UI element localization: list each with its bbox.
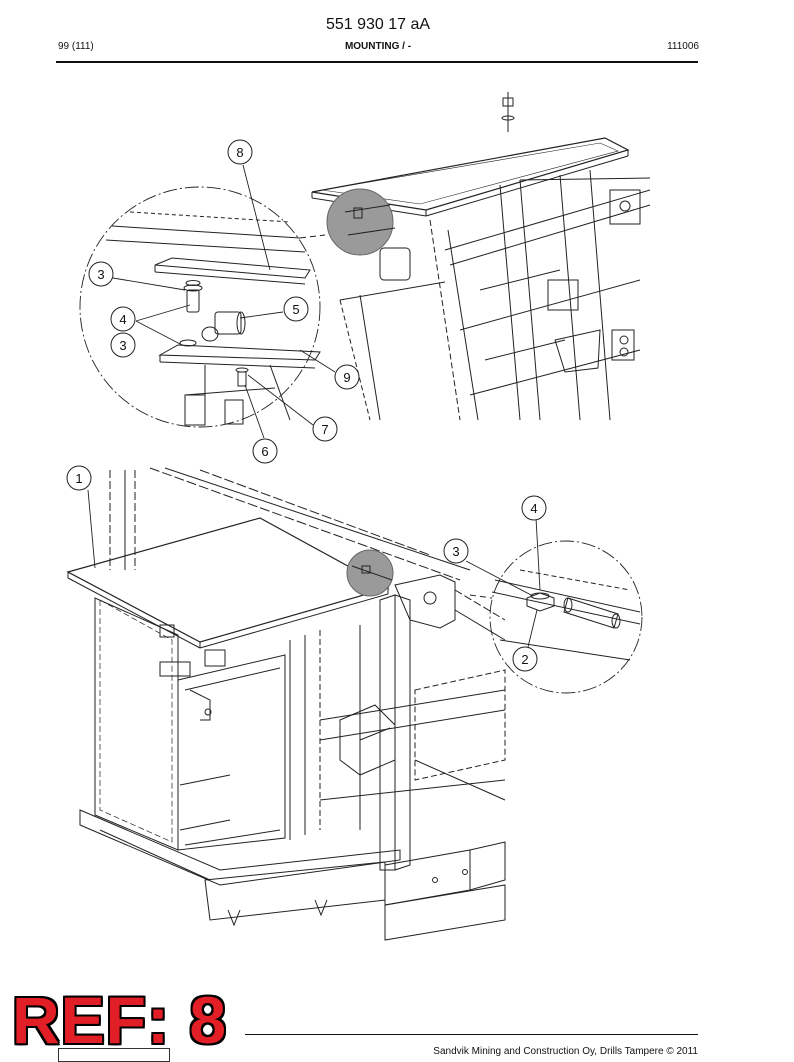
lower-assembly bbox=[66, 467, 506, 941]
callout-5: 5 bbox=[283, 296, 309, 322]
callout-3-lower: 3 bbox=[443, 538, 469, 564]
svg-text:8: 8 bbox=[236, 145, 243, 160]
ref-stamp: REF: 8 bbox=[12, 983, 228, 1057]
svg-text:3: 3 bbox=[119, 338, 126, 353]
upper-assembly bbox=[299, 92, 651, 421]
lower-leaders bbox=[87, 489, 541, 648]
callout-4-lower: 4 bbox=[521, 495, 547, 521]
svg-text:9: 9 bbox=[343, 370, 350, 385]
svg-text:2: 2 bbox=[521, 652, 528, 667]
svg-text:1: 1 bbox=[75, 471, 82, 486]
callout-3-upper: 3 bbox=[88, 261, 114, 287]
upper-detail-view bbox=[79, 186, 321, 428]
callouts: 8 3 4 3 5 9 7 6 bbox=[66, 139, 547, 672]
svg-text:6: 6 bbox=[261, 444, 268, 459]
footer-copyright: Sandvik Mining and Construction Oy, Dril… bbox=[433, 1046, 698, 1057]
document-code: 551 930 17 aA bbox=[325, 16, 431, 33]
callout-3-second: 3 bbox=[110, 332, 136, 358]
mounting-drawing: 8 3 4 3 5 9 7 6 bbox=[66, 92, 651, 941]
company-logo bbox=[58, 1048, 170, 1062]
page-number: 99 (111) bbox=[58, 41, 94, 52]
callout-4-upper: 4 bbox=[110, 306, 136, 332]
svg-text:7: 7 bbox=[321, 422, 328, 437]
header-rule bbox=[56, 61, 698, 63]
upper-leaders bbox=[112, 164, 336, 439]
callout-6: 6 bbox=[252, 438, 278, 464]
callout-1: 1 bbox=[66, 465, 92, 491]
svg-text:5: 5 bbox=[292, 302, 299, 317]
highlight-circle-upper bbox=[326, 188, 394, 256]
lower-detail-view bbox=[469, 540, 643, 694]
footer-rule bbox=[245, 1034, 698, 1035]
callout-7: 7 bbox=[312, 416, 338, 442]
date-code: 111006 bbox=[667, 41, 699, 52]
section-title: MOUNTING / - bbox=[344, 41, 412, 52]
svg-text:3: 3 bbox=[452, 544, 459, 559]
svg-text:4: 4 bbox=[119, 312, 126, 327]
callout-2: 2 bbox=[512, 646, 538, 672]
svg-text:4: 4 bbox=[530, 501, 537, 516]
svg-text:3: 3 bbox=[97, 267, 104, 282]
callout-9: 9 bbox=[334, 364, 360, 390]
callout-8: 8 bbox=[227, 139, 253, 165]
